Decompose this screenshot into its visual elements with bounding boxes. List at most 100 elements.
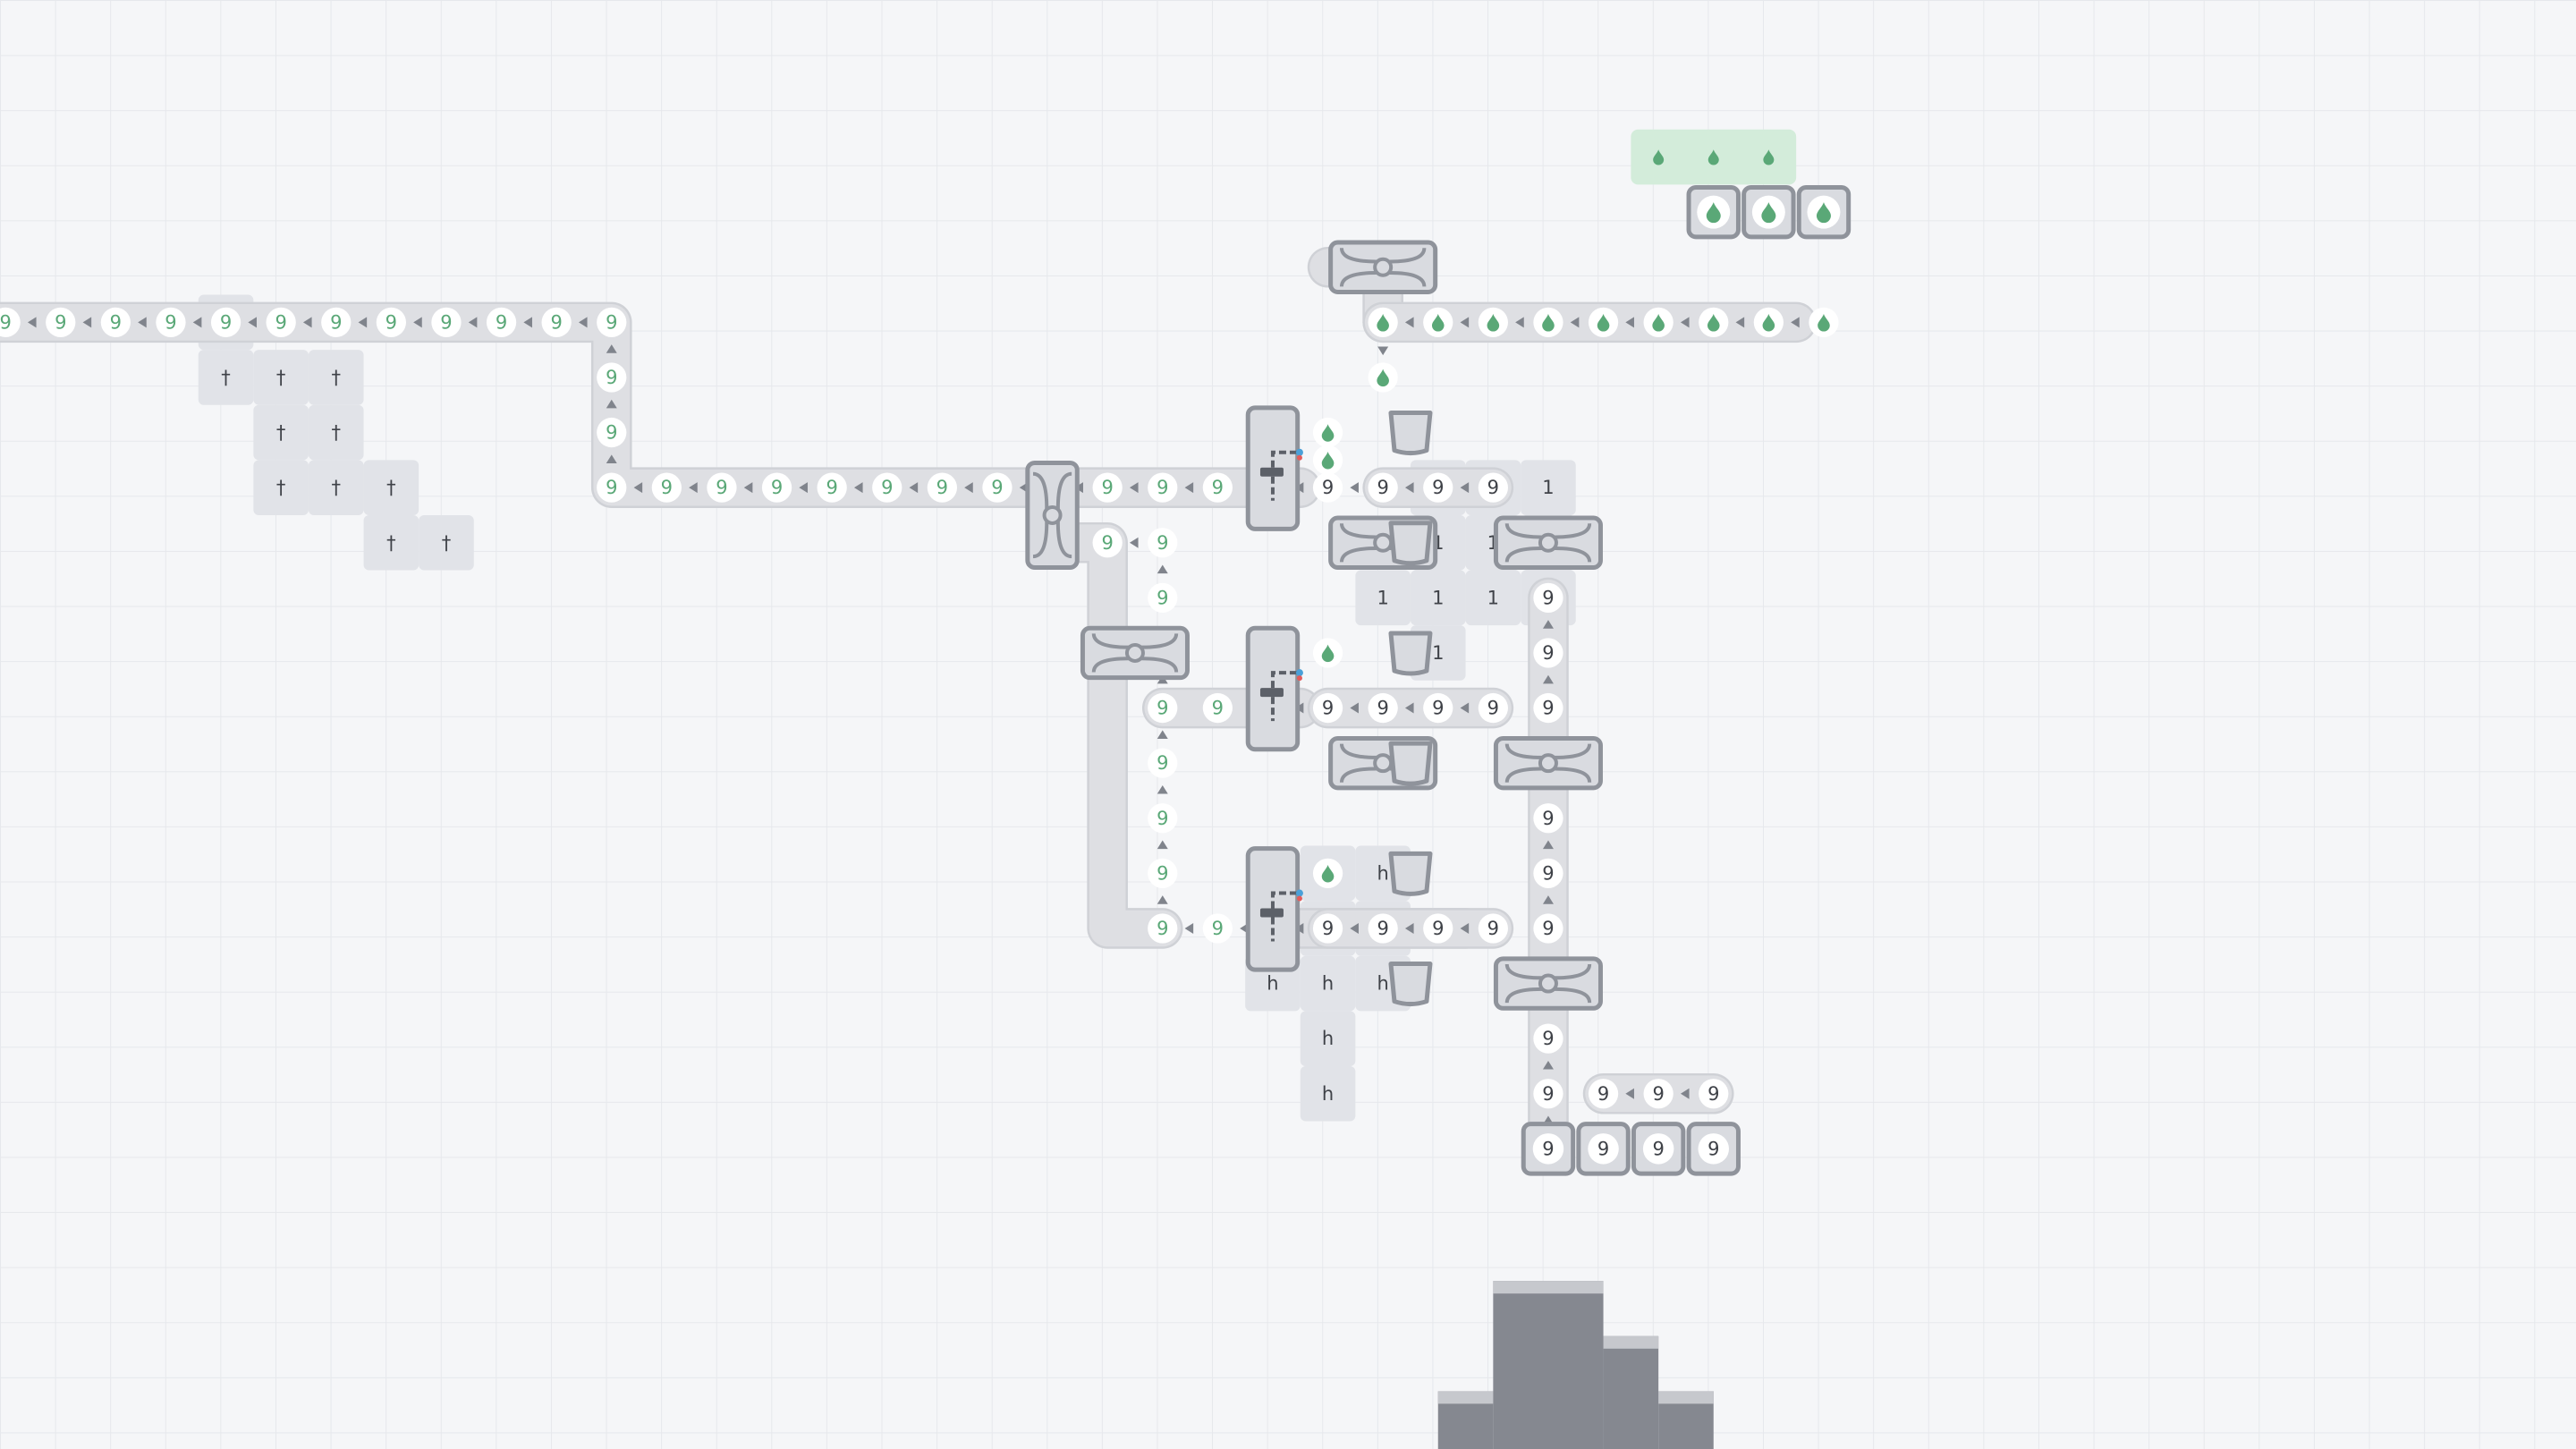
item-disc xyxy=(1533,692,1563,724)
hub-step-far-right-top xyxy=(1658,1391,1714,1404)
splitter-body[interactable] xyxy=(1080,625,1190,681)
resource-glyph: † xyxy=(332,367,342,388)
splitter-body[interactable] xyxy=(1493,515,1603,570)
color-accent-icon xyxy=(1296,895,1302,902)
painter-building[interactable] xyxy=(1245,625,1303,752)
splitter-arm-icon xyxy=(1140,633,1179,649)
water-extractor-building[interactable] xyxy=(1686,184,1741,240)
water-drop-icon xyxy=(1706,202,1721,224)
item-digit: 9 xyxy=(110,311,122,333)
item-digit: 9 xyxy=(1157,587,1168,608)
extractor-item-digit: 9 xyxy=(1652,1138,1664,1159)
item-disc xyxy=(541,307,572,337)
item-disc xyxy=(1148,913,1178,944)
trash-bin-building[interactable] xyxy=(1388,521,1433,566)
flow-arrow-icon xyxy=(302,317,312,328)
number-item: 9 xyxy=(541,307,572,337)
extractor-building[interactable]: 9 xyxy=(1576,1122,1631,1176)
item-disc xyxy=(46,307,76,337)
painter-building[interactable] xyxy=(1245,846,1303,972)
splitter-body[interactable] xyxy=(1328,240,1438,294)
splitter-building[interactable] xyxy=(1328,240,1438,294)
resource-cell xyxy=(308,460,364,515)
paint-roller-icon xyxy=(1259,467,1284,477)
number-item: 9 xyxy=(1478,913,1508,944)
splitter-hub-icon xyxy=(1042,504,1063,525)
splitter-arm-icon xyxy=(1055,471,1072,510)
resource-cell xyxy=(253,460,309,515)
item-disc xyxy=(982,472,1013,503)
splitter-body[interactable] xyxy=(1493,956,1603,1011)
water-item xyxy=(1368,307,1398,337)
water-item xyxy=(1533,307,1563,337)
flow-arrow-icon xyxy=(1157,564,1168,574)
item-digit: 9 xyxy=(0,311,12,333)
trash-bin-building[interactable] xyxy=(1388,741,1433,786)
item-disc xyxy=(817,472,847,503)
splitter-arm-icon xyxy=(1554,963,1592,980)
splitter-building[interactable] xyxy=(1080,625,1190,681)
water-drop-icon xyxy=(1761,202,1776,224)
flow-arrow-icon xyxy=(1157,784,1168,794)
splitter-body[interactable] xyxy=(1025,460,1080,570)
item-digit: 9 xyxy=(496,311,507,333)
water-item xyxy=(1423,307,1453,337)
splitter-hub-icon xyxy=(1538,753,1558,774)
water-extractor-building[interactable] xyxy=(1796,184,1852,240)
flow-arrow-icon xyxy=(1542,620,1554,629)
trash-bin-building[interactable] xyxy=(1388,851,1433,896)
number-item: 9 xyxy=(1148,582,1178,613)
item-digit: 9 xyxy=(1212,477,1224,498)
hub-core[interactable] xyxy=(1493,1281,1604,1449)
item-disc xyxy=(1148,582,1178,613)
water-drop-icon xyxy=(1321,644,1335,663)
splitter-arm-icon xyxy=(1140,657,1179,673)
painter-building[interactable] xyxy=(1245,405,1303,531)
number-item: 9 xyxy=(1368,472,1398,503)
item-digit: 9 xyxy=(881,477,893,498)
flow-arrow-icon xyxy=(1404,702,1414,714)
flow-arrow-icon xyxy=(1404,317,1414,328)
number-item: 9 xyxy=(321,307,352,337)
flow-arrow-icon xyxy=(1129,537,1139,548)
flow-arrow-icon xyxy=(1542,1060,1554,1070)
splitter-arm-icon xyxy=(1504,963,1543,980)
item-digit: 9 xyxy=(1212,698,1224,719)
item-digit: 9 xyxy=(991,477,1003,498)
splitter-building[interactable] xyxy=(1493,735,1603,791)
water-extractor-building[interactable] xyxy=(1741,184,1796,240)
flow-arrow-icon xyxy=(1350,482,1359,494)
item-digit: 9 xyxy=(1542,1028,1554,1049)
splitter-building[interactable] xyxy=(1493,515,1603,570)
splitter-arm-icon xyxy=(1388,271,1427,287)
item-digit: 9 xyxy=(1377,698,1388,719)
color-accent-icon xyxy=(1296,675,1302,682)
trash-bin-building[interactable] xyxy=(1388,962,1433,1007)
resource-glyph: 1 xyxy=(1432,587,1444,608)
item-disc xyxy=(1478,692,1508,724)
splitter-building[interactable] xyxy=(1025,460,1080,570)
item-disc xyxy=(100,307,131,337)
item-digit: 9 xyxy=(1432,477,1444,498)
trash-bin-building[interactable] xyxy=(1388,631,1433,676)
trash-bin-building[interactable] xyxy=(1388,411,1433,456)
splitter-body[interactable] xyxy=(1493,735,1603,791)
splitter-building[interactable] xyxy=(1493,956,1603,1011)
item-digit: 9 xyxy=(1542,918,1554,939)
hub-step-right[interactable] xyxy=(1603,1335,1659,1449)
extractor-building[interactable]: 9 xyxy=(1631,1122,1686,1176)
extractor-building[interactable]: 9 xyxy=(1686,1122,1741,1176)
item-digit: 9 xyxy=(1157,698,1168,719)
item-disc xyxy=(1148,472,1178,503)
hub[interactable] xyxy=(1437,1281,1714,1449)
water-drop-icon xyxy=(1321,865,1335,883)
number-item: 9 xyxy=(431,307,462,337)
item-disc xyxy=(651,472,682,503)
resource-glyph: 1 xyxy=(1542,477,1554,498)
extractor-building[interactable]: 9 xyxy=(1521,1122,1576,1176)
flow-arrow-icon xyxy=(1157,840,1168,850)
item-digit: 9 xyxy=(1322,698,1334,719)
